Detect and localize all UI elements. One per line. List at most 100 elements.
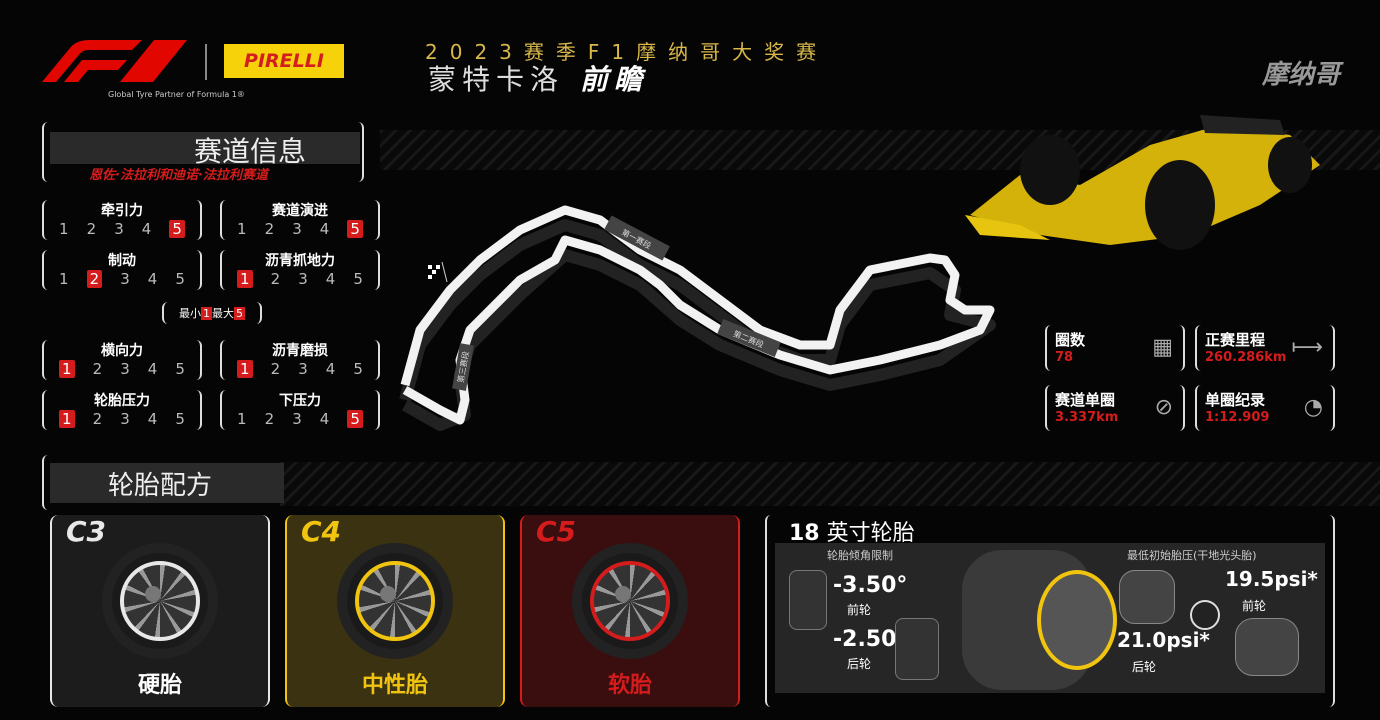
rating-scale-value: 4	[147, 270, 158, 288]
stat-value: 1:12.909	[1205, 410, 1270, 425]
rating-scale-value: 2	[86, 220, 97, 238]
front-pressure-label: 前轮	[1242, 599, 1267, 613]
rating-scale-value: 2	[264, 410, 275, 428]
compound-name: 硬胎	[137, 673, 182, 698]
rating-scale-value: 1	[59, 270, 69, 288]
rear-pressure-label: 后轮	[1132, 660, 1157, 674]
title-emph: 前瞻	[580, 63, 649, 96]
rating-scale-value: 2	[86, 270, 103, 288]
checkered-flag-icon: ▦	[1152, 335, 1173, 360]
pirelli-logo: PIRELLI	[224, 44, 344, 78]
stat-label: 正赛里程	[1205, 331, 1266, 349]
compound-name: 中性胎	[361, 673, 428, 698]
rating-scale-value: 4	[147, 360, 158, 378]
rating-scale-value: 3	[292, 220, 302, 238]
stat-label: 赛道单圈	[1055, 391, 1116, 409]
stopwatch-icon: ◔	[1303, 395, 1323, 420]
front-camber-label: 前轮	[847, 603, 872, 617]
background-stripe-band-bottom	[280, 462, 1380, 506]
rating-scale-value: 5	[353, 360, 363, 378]
rating-scale-value: 2	[270, 360, 281, 378]
rating-scale-value: 3	[292, 410, 302, 428]
pressure-title: 最低初始胎压(干地光头胎)	[1127, 549, 1257, 562]
sector-3-marker	[452, 343, 474, 391]
sector-1-marker	[604, 215, 670, 261]
rating-scale-value: 1	[59, 410, 75, 428]
tyre-icon	[337, 543, 453, 659]
rating-label: 制动	[108, 253, 136, 269]
rating-label: 下压力	[279, 393, 321, 409]
start-flag-icon	[428, 261, 448, 283]
rating-scale-value: 4	[147, 410, 158, 428]
stat-value: 78	[1055, 350, 1074, 365]
compound-card-c3: C3 硬胎	[50, 515, 270, 707]
compound-code: C3	[66, 515, 107, 548]
compound-title: 轮胎配方	[108, 471, 213, 501]
rear-pressure: 21.0psi*	[1117, 628, 1210, 652]
rating-scale-value: 4	[319, 410, 330, 428]
title-location: 蒙特卡洛	[428, 63, 565, 96]
rating-scale-value: 5	[353, 270, 363, 288]
rating-label: 轮胎压力	[94, 393, 150, 409]
rating-scale-value: 5	[175, 360, 185, 378]
stat-label: 圈数	[1055, 331, 1086, 349]
tyre-size-label: 英寸轮胎	[826, 521, 915, 546]
front-camber: -3.50°	[833, 573, 908, 598]
rating-scale-value: 5	[169, 220, 185, 238]
compound-code: C4	[301, 515, 342, 548]
rear-wheel-icon	[1235, 618, 1299, 676]
legend-min: 最小	[179, 307, 201, 320]
f1-car-illustration	[965, 115, 1320, 250]
pressure-gauge-icon	[1190, 600, 1220, 630]
logo-divider	[205, 44, 207, 80]
paperclip-icon: ⊘	[1154, 395, 1173, 420]
track-info-title: 赛道信息	[194, 135, 307, 168]
compound-card-c4: C4 中性胎	[285, 515, 505, 707]
stat-label: 单圈纪录	[1205, 391, 1266, 409]
tyre-18-image	[962, 550, 1117, 690]
rating-scale-value: 3	[120, 360, 130, 378]
tyre-18-title: 18 英寸轮胎	[789, 515, 915, 547]
rating-scale-value: 2	[270, 270, 281, 288]
rating-scale-value: 4	[319, 220, 330, 238]
rear-tyre-outline-icon	[895, 618, 939, 680]
legend-max-val: 5	[234, 307, 245, 320]
circuit-name: 恩佐·法拉利和迪诺·法拉利赛道	[89, 168, 268, 183]
rating-scale-value: 1	[237, 220, 247, 238]
rating-scale-value: 4	[325, 270, 336, 288]
rating-scale-value: 3	[120, 410, 130, 428]
rating-label: 横向力	[101, 343, 143, 359]
tyre-size-num: 18	[789, 521, 820, 546]
f1-logo	[42, 40, 187, 82]
stat-value: 3.337km	[1055, 410, 1119, 425]
camber-title: 轮胎倾角限制	[827, 549, 893, 562]
rating-scale-value: 5	[175, 270, 185, 288]
rating-label: 赛道演进	[272, 203, 328, 219]
rating-scale-value: 3	[120, 270, 130, 288]
tyre-icon	[102, 543, 218, 659]
rating-scale-value: 2	[264, 220, 275, 238]
rating-scale-value: 3	[298, 360, 308, 378]
tyre-icon	[572, 543, 688, 659]
rear-camber-label: 后轮	[847, 657, 872, 671]
legend-min-val: 1	[201, 307, 212, 320]
rating-scale-value: 1	[237, 360, 253, 378]
tyre-18-panel: 18 英寸轮胎 轮胎倾角限制 -3.50° 前轮 -2.50° 后轮 最低初始胎…	[765, 515, 1335, 707]
rating-scale-value: 4	[325, 360, 336, 378]
track-info-header: 赛道信息 恩佐·法拉利和迪诺·法拉利赛道	[42, 122, 364, 183]
compound-code: C5	[536, 515, 577, 548]
